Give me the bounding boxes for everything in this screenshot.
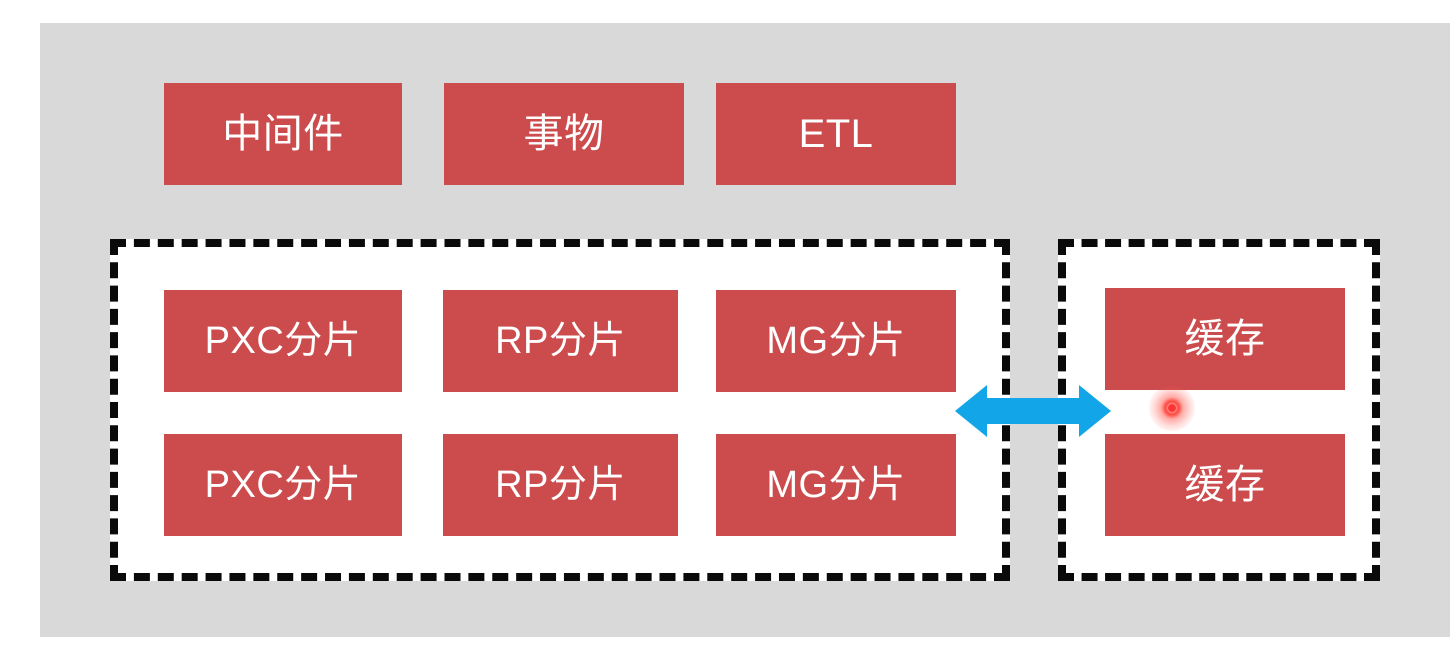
bidirectional-arrow[interactable] [955, 384, 1111, 438]
bidirectional-arrow-icon [955, 385, 1111, 437]
box-pxc-shard-2-label: PXC分片 [204, 464, 362, 506]
box-middleware-label: 中间件 [222, 112, 344, 156]
box-cache-2[interactable]: 缓存 [1105, 434, 1345, 536]
box-cache-1-label: 缓存 [1184, 317, 1266, 361]
box-transaction-label: 事物 [523, 112, 605, 156]
box-rp-shard-1[interactable]: RP分片 [443, 290, 678, 392]
box-cache-1[interactable]: 缓存 [1105, 288, 1345, 390]
box-pxc-shard-1[interactable]: PXC分片 [164, 290, 402, 392]
box-mg-shard-2[interactable]: MG分片 [716, 434, 956, 536]
box-etl-label: ETL [798, 112, 874, 156]
box-mg-shard-1-label: MG分片 [766, 320, 906, 362]
box-middleware[interactable]: 中间件 [164, 83, 402, 185]
box-mg-shard-2-label: MG分片 [766, 464, 906, 506]
box-mg-shard-1[interactable]: MG分片 [716, 290, 956, 392]
box-pxc-shard-2[interactable]: PXC分片 [164, 434, 402, 536]
box-cache-2-label: 缓存 [1184, 463, 1266, 507]
box-pxc-shard-1-label: PXC分片 [204, 320, 362, 362]
box-etl[interactable]: ETL [716, 83, 956, 185]
box-rp-shard-2[interactable]: RP分片 [443, 434, 678, 536]
box-rp-shard-1-label: RP分片 [495, 320, 626, 362]
box-rp-shard-2-label: RP分片 [495, 464, 626, 506]
box-transaction[interactable]: 事物 [444, 83, 684, 185]
